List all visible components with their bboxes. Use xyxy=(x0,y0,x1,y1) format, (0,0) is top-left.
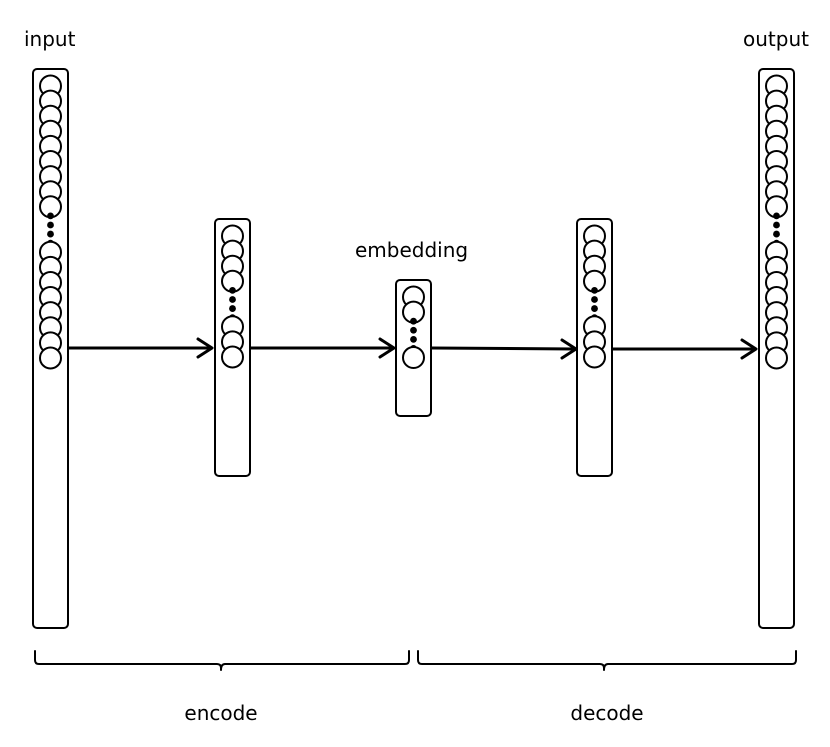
input-ellipsis-dot xyxy=(47,230,54,238)
decode-label: decode xyxy=(570,701,643,725)
input-label: input xyxy=(24,27,76,51)
hidden-encoder-ellipsis-dot xyxy=(229,286,236,294)
encode-brace xyxy=(34,650,410,671)
input-neuron xyxy=(39,346,62,370)
arrowhead-embedding-to-hidden2 xyxy=(560,338,578,360)
output-label: output xyxy=(743,27,809,51)
arrowhead-hidden2-to-output xyxy=(740,338,758,360)
hidden-encoder-neuron xyxy=(221,345,244,369)
output-neuron xyxy=(765,346,788,370)
layers-group xyxy=(32,68,795,629)
hidden-decoder-neuron xyxy=(583,345,606,369)
embedding-ellipsis-dot xyxy=(410,335,417,343)
arrow-embedding-to-hidden2 xyxy=(431,346,576,351)
encode-label: encode xyxy=(184,701,257,725)
embedding-ellipsis-dot xyxy=(410,317,417,325)
arrowhead-hidden1-to-embedding xyxy=(378,337,396,359)
connections xyxy=(69,337,758,360)
input-ellipsis-dot xyxy=(47,221,54,229)
output-ellipsis-dot xyxy=(773,230,780,238)
hidden-encoder-ellipsis-dot xyxy=(229,305,236,312)
embedding-neuron xyxy=(402,346,425,370)
hidden-decoder-ellipsis-dot xyxy=(591,305,598,312)
hidden-decoder-ellipsis-dot xyxy=(591,296,598,303)
output-ellipsis-dot xyxy=(773,212,780,220)
embedding-ellipsis-dot xyxy=(410,326,417,334)
input-ellipsis-dot xyxy=(47,212,54,220)
hidden-decoder-ellipsis-dot xyxy=(591,286,598,294)
hidden-encoder-ellipsis-dot xyxy=(229,296,236,303)
output-ellipsis-dot xyxy=(773,221,780,229)
decode-brace xyxy=(417,650,797,671)
arrowhead-input-to-hidden1 xyxy=(196,337,214,359)
embedding-label: embedding xyxy=(355,238,468,262)
